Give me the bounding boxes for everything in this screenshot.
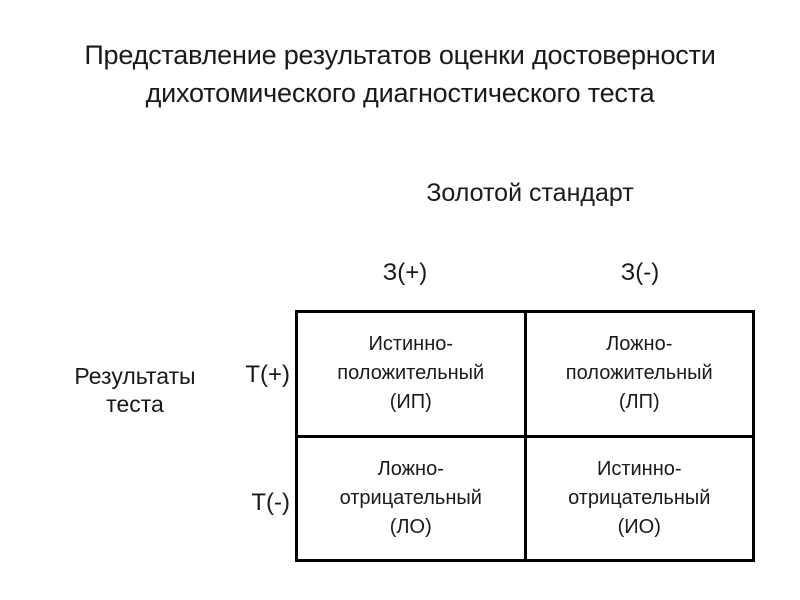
cell-line-1: Ложно-: [377, 457, 444, 480]
cell-line-1: Истинно-: [368, 333, 454, 356]
cell-line-2: отрицательный: [339, 486, 482, 509]
table-row: Истинно- положительный (ИП) Ложно- полож…: [298, 313, 752, 436]
cell-line-3: (ЛП): [618, 391, 660, 414]
page-title-line-1: Представление результатов оценки достове…: [84, 40, 716, 70]
cell-true-positive: Истинно- положительный (ИП): [298, 313, 525, 436]
cell-line-3: (ИП): [389, 391, 432, 414]
column-header-gold-negative: З(-): [620, 259, 660, 286]
row-group-label-line-2: теста: [106, 391, 164, 417]
cell-line-3: (ЛО): [389, 515, 432, 538]
row-group-label: Результаты теста: [45, 362, 225, 418]
cell-line-1: Ложно-: [606, 333, 673, 356]
table-row: Ложно- отрицательный (ЛО) Истинно- отриц…: [298, 434, 752, 559]
contingency-table: Истинно- положительный (ИП) Ложно- полож…: [298, 313, 752, 559]
cell-line-2: положительный: [337, 362, 485, 385]
page-title: Представление результатов оценки достове…: [0, 36, 800, 112]
cell-line-3: (ИО): [617, 515, 661, 538]
contingency-matrix: Истинно- положительный (ИП) Ложно- полож…: [295, 310, 755, 562]
row-header-test-negative: Т(-): [251, 489, 290, 516]
page-title-line-2: дихотомического диагностического теста: [145, 78, 655, 108]
cell-false-negative: Ложно- отрицательный (ЛО): [298, 434, 525, 559]
row-header-test-positive: Т(+): [245, 361, 290, 388]
cell-true-negative: Истинно- отрицательный (ИО): [523, 434, 752, 559]
cell-line-2: отрицательный: [568, 486, 711, 509]
cell-false-positive: Ложно- положительный (ЛП): [523, 313, 752, 436]
cell-line-2: положительный: [565, 362, 713, 385]
row-group-label-line-1: Результаты: [74, 363, 196, 389]
column-header-gold-positive: З(+): [382, 259, 428, 286]
cell-line-1: Истинно-: [596, 457, 682, 480]
column-group-label: Золотой стандарт: [426, 179, 634, 207]
